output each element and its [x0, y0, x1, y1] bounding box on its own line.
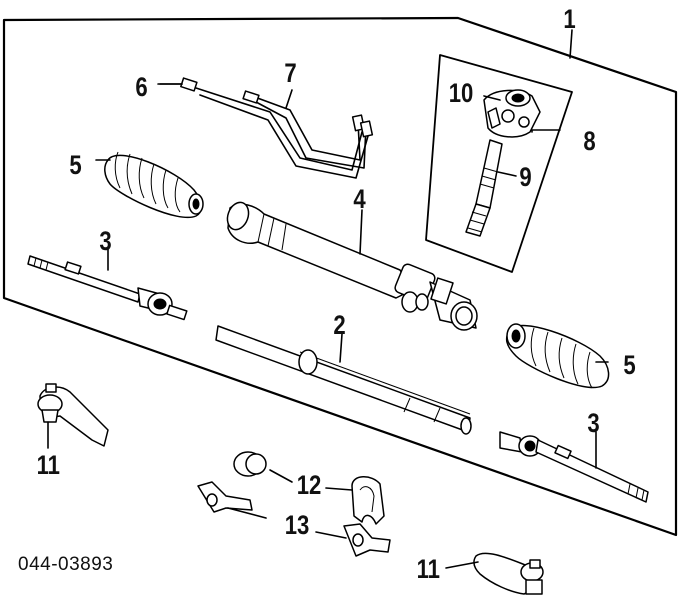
- callout-4: 4: [353, 185, 366, 215]
- callout-11-left: 11: [37, 451, 61, 481]
- inner-tie-rod-left: [27, 255, 188, 321]
- callout-9: 9: [519, 163, 531, 193]
- mount-clamp-bracket: [351, 476, 385, 525]
- diagram-reference-code: 044-03893: [18, 554, 113, 575]
- bellows-boot-right: [505, 323, 610, 389]
- callout-8: 8: [583, 127, 595, 157]
- valve-subassembly-panel: [425, 54, 573, 273]
- bellows-boot-left: [104, 151, 204, 219]
- callout-3-upper: 3: [99, 227, 111, 257]
- callout-5-right: 5: [623, 351, 636, 381]
- callout-5-left: 5: [69, 151, 82, 181]
- tie-rod-end-right: [473, 552, 544, 595]
- pinion-shaft: [465, 139, 503, 237]
- callout-2: 2: [333, 311, 345, 341]
- callout-6: 6: [135, 73, 147, 103]
- callout-3-lower: 3: [587, 409, 599, 439]
- callout-13: 13: [285, 511, 310, 541]
- mount-bracket-right: [343, 523, 391, 557]
- callout-11-right: 11: [417, 555, 441, 585]
- rack-bar: [215, 325, 472, 435]
- assembly-panel-outline: [2, 16, 678, 537]
- inner-tie-rod-right: [499, 431, 649, 503]
- callout-12: 12: [297, 471, 322, 501]
- rack-bushing: [233, 451, 267, 477]
- valve-housing: [483, 89, 541, 138]
- callout-7: 7: [284, 59, 296, 89]
- tie-rod-end-left: [37, 383, 109, 447]
- callout-10: 10: [449, 79, 474, 109]
- pressure-lines: [195, 87, 374, 179]
- mount-bracket-left: [197, 481, 253, 513]
- callout-1: 1: [563, 5, 576, 35]
- rack-housing: [226, 201, 478, 331]
- leader-lines: [47, 29, 609, 569]
